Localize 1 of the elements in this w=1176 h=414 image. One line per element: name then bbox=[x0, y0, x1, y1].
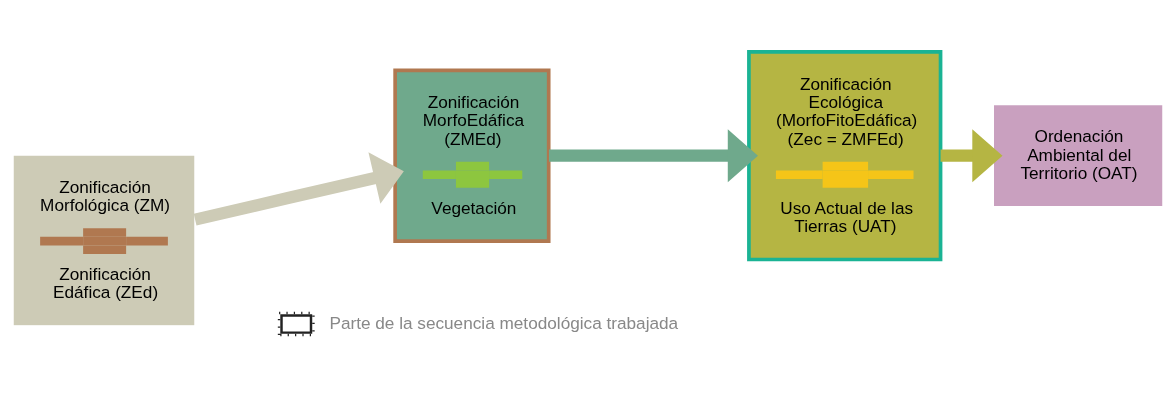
legend-label: Parte de la secuencia metodológica trabajada bbox=[329, 312, 679, 333]
